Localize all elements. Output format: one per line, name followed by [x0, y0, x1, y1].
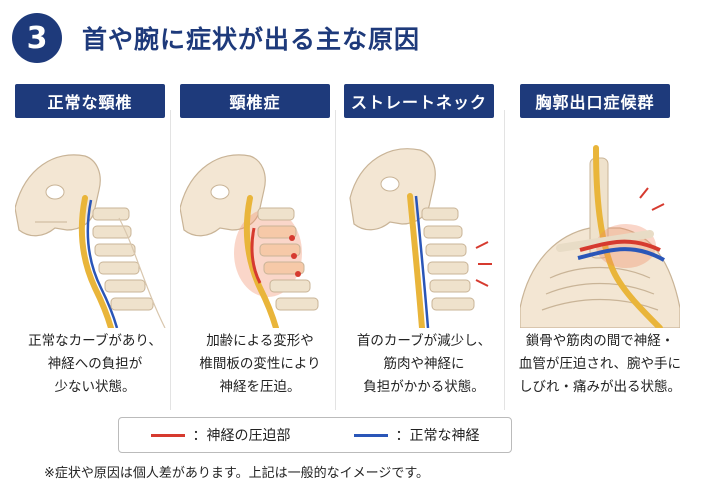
thoracic-outlet-illustration	[520, 145, 680, 328]
column-thoracic-outlet: 胸郭出口症候群 鎖骨や筋肉の間で神経・ 血管が圧迫され、腕や手に しびれ・痛みが…	[519, 84, 681, 414]
column-label-thoracic-outlet: 胸郭出口症候群	[520, 84, 670, 118]
column-description-spondylosis: 加齢による変形や 椎間板の変性により 神経を圧迫。	[199, 333, 321, 395]
normal-nerve-line-swatch	[353, 433, 388, 437]
column-label-spondylosis: 頸椎症	[180, 84, 330, 118]
footnote: ※症状や原因は個人差があります。上記は一般的なイメージです。	[44, 466, 430, 481]
column-label-straight-neck: ストレートネック	[344, 84, 494, 118]
column-divider	[335, 110, 336, 410]
legend-item-normal-nerve: ：正常な神経	[353, 425, 480, 445]
column-divider	[504, 110, 505, 410]
column-divider	[170, 110, 171, 410]
column-normal: 正常な頸椎 正常なカーブがあり、 神経への負担が 少ない状態。	[15, 84, 175, 414]
section-header: 3 首や腕に症状が出る主な原因	[12, 12, 420, 64]
section-number-badge: 3	[12, 13, 62, 63]
column-description-straight-neck: 首のカーブが減少し、 筋肉や神経に 負担がかかる状態。	[356, 333, 492, 395]
column-spondylosis: 頸椎症 加齢による変形や 椎間板の変性により 神経を圧迫。	[180, 84, 340, 414]
column-description-thoracic-outlet: 鎖骨や筋肉の間で神経・ 血管が圧迫され、腕や手に しびれ・痛みが出る状態。	[518, 333, 682, 395]
normal-cervical-illustration	[15, 154, 166, 328]
legend: ：神経の圧迫部 ：正常な神経	[118, 417, 512, 453]
column-description-normal: 正常なカーブがあり、 神経への負担が 少ない状態。	[28, 333, 162, 395]
page-title: 首や腕に症状が出る主な原因	[82, 25, 421, 54]
column-straight-neck: ストレートネック 首のカーブが減少し、 筋肉や神経に 負担がかかる状態。	[344, 84, 504, 414]
legend-item-compression: ：神経の圧迫部	[150, 425, 291, 445]
column-label-normal: 正常な頸椎	[15, 84, 165, 118]
spondylosis-illustration	[180, 154, 319, 328]
compression-line-swatch	[150, 433, 185, 437]
straight-neck-illustration	[349, 148, 492, 328]
